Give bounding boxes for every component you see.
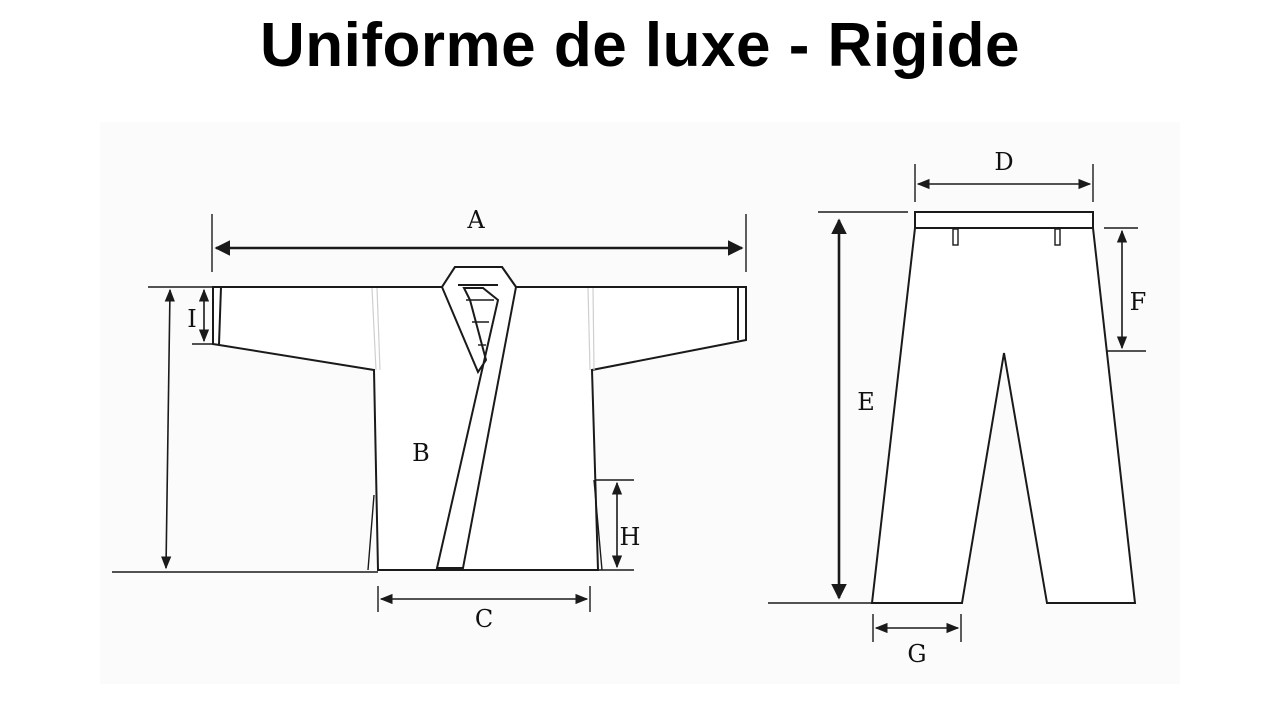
jacket-drawing (112, 266, 747, 573)
dimension-a (211, 214, 747, 272)
dimension-i (192, 288, 214, 345)
pants-drawing (768, 211, 1146, 604)
label-b: B (412, 439, 430, 467)
label-e: E (857, 388, 875, 416)
label-d: D (994, 148, 1013, 176)
label-g: G (907, 640, 926, 668)
dimension-d (914, 164, 1094, 202)
page-title: Uniforme de luxe - Rigide (259, 11, 1021, 80)
label-f: F (1130, 288, 1147, 316)
dimension-h (596, 479, 634, 569)
dimension-b (161, 288, 175, 570)
dimension-g (872, 614, 962, 642)
label-h: H (620, 523, 641, 551)
label-a: A (466, 206, 485, 234)
dimension-c (377, 586, 591, 612)
label-c: C (475, 605, 493, 633)
label-i: I (187, 305, 196, 333)
